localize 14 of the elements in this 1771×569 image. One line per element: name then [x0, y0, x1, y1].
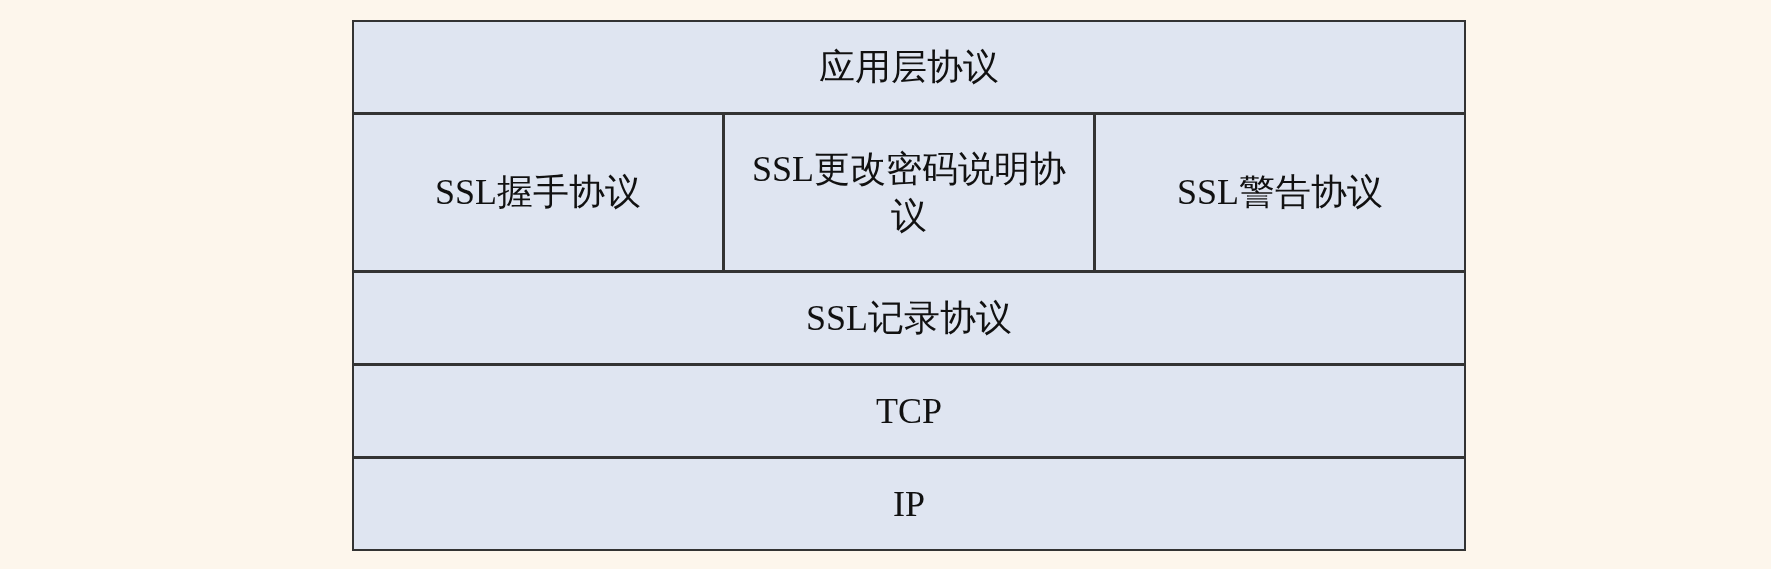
layer-label: SSL警告协议 [1176, 171, 1383, 215]
protocol-layer-box [1094, 113, 1466, 272]
layer-label: IP [893, 482, 925, 526]
protocol-layer-box [352, 457, 1466, 551]
layer-label: SSL记录协议 [805, 296, 1012, 340]
layer-label: 应用层协议 [819, 45, 999, 89]
layer-label: SSL握手协议 [434, 171, 641, 215]
protocol-layer-box [352, 20, 1466, 114]
layer-label: TCP [876, 389, 942, 433]
protocol-layer-box [723, 113, 1095, 272]
protocol-layer-box [352, 364, 1466, 458]
layer-label: SSL更改密码说明协议 [750, 147, 1067, 238]
protocol-layer-box [352, 113, 724, 272]
protocol-layer-box [352, 271, 1466, 365]
